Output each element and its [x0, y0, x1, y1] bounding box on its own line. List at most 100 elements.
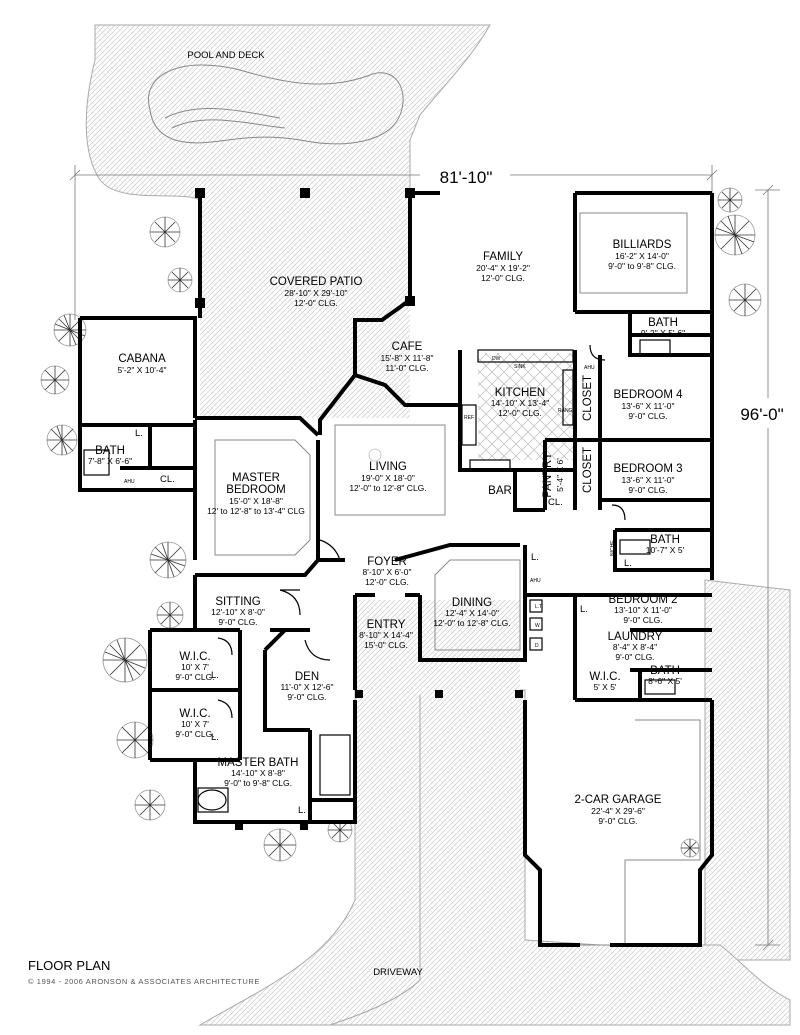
driveway-label: DRIVEWAY [373, 967, 423, 978]
svg-text:9'-0" CLG.: 9'-0" CLG. [628, 411, 667, 421]
svg-text:9'-0" CLG.: 9'-0" CLG. [598, 816, 637, 826]
svg-text:28'-10" X 29'-10": 28'-10" X 29'-10" [284, 288, 347, 298]
closet-lower-label: CLOSET [582, 447, 594, 493]
laundry-tub-label: L.T [535, 604, 542, 610]
living-label: LIVING 19'-0" X 18'-0" 12'-0" to 12'-8" … [349, 461, 426, 493]
svg-text:12'-0" CLG.: 12'-0" CLG. [294, 298, 338, 308]
svg-text:22'-4" X 29'-6": 22'-4" X 29'-6" [591, 806, 645, 816]
svg-text:13'-10" X 11'-0": 13'-10" X 11'-0" [614, 605, 672, 615]
master-bath-label: MASTER BATH 14'-10" X 8'-8" 9'-0" to 9'-… [218, 757, 299, 788]
svg-text:FAMILY: FAMILY [483, 251, 523, 263]
columns [195, 188, 523, 830]
range-label: RANGE [558, 408, 576, 414]
family-label: FAMILY 20'-4" X 19'-2" 12'-0" CLG. [476, 251, 530, 283]
svg-text:13'-6" X 11'-0": 13'-6" X 11'-0" [621, 475, 674, 485]
master-bedroom-label: MASTER BEDROOM 15'-0" X 18'-8" 12' to 12… [207, 472, 305, 516]
svg-text:W.I.C.: W.I.C. [179, 651, 210, 663]
svg-text:16'-2" X 14'-0": 16'-2" X 14'-0" [615, 251, 669, 261]
wic-2-label: W.I.C. 10' X 7' 9'-0" CLG. [175, 708, 214, 739]
svg-text:19'-0" X 18'-0": 19'-0" X 18'-0" [361, 473, 415, 483]
width-dimension-label: 81'-10" [440, 168, 493, 187]
svg-text:15'-0" CLG.: 15'-0" CLG. [364, 640, 408, 650]
svg-text:PANTRY: PANTRY [542, 452, 554, 498]
foyer-linen-label: L. [531, 552, 539, 563]
svg-text:BATH: BATH [650, 665, 680, 677]
svg-text:12'-0" CLG.: 12'-0" CLG. [365, 577, 409, 587]
svg-text:9'-0" CLG.: 9'-0" CLG. [615, 652, 654, 662]
landscape-shrubs [40, 187, 762, 862]
bedroom4-ahu-label: AHU [584, 365, 595, 371]
svg-text:9'-2" X 5'-6": 9'-2" X 5'-6" [641, 328, 685, 338]
ref-label: REF [464, 415, 474, 421]
fixture-labels: L. CL. AHU AHU AHU REF RANGE DW SINK CL.… [124, 356, 632, 816]
svg-text:8'-10" X 6'-0": 8'-10" X 6'-0" [363, 567, 412, 577]
plan-title: FLOOR PLAN [28, 958, 110, 973]
svg-text:CLOSET: CLOSET [582, 375, 594, 421]
bath-lower-label: BATH 8'-6" X 5' [648, 665, 682, 686]
cabana-linen-label: L. [135, 428, 143, 439]
svg-text:9'-0" CLG.: 9'-0" CLG. [287, 692, 326, 702]
wic1-linen-label: L. [211, 670, 219, 681]
svg-text:BATH: BATH [648, 317, 678, 329]
copyright: © 1994 - 2006 ARONSON & ASSOCIATES ARCHI… [28, 977, 260, 986]
svg-text:BEDROOM 2: BEDROOM 2 [608, 594, 677, 606]
svg-text:10' X 7': 10' X 7' [181, 662, 209, 672]
svg-text:9'-0" to 9'-8" CLG.: 9'-0" to 9'-8" CLG. [224, 778, 292, 788]
pool-label: POOL AND DECK [187, 50, 265, 61]
svg-text:11'-0" X 12'-6": 11'-0" X 12'-6" [280, 682, 333, 692]
overall-width-dimension [69, 165, 718, 320]
svg-text:KITCHEN: KITCHEN [495, 387, 545, 399]
den-label: DEN 11'-0" X 12'-6" 9'-0" CLG. [280, 671, 333, 702]
covered-patio-label: COVERED PATIO 28'-10" X 29'-10" 12'-0" C… [270, 276, 363, 308]
svg-text:12'-4" X 14'-0": 12'-4" X 14'-0" [445, 608, 499, 618]
svg-text:MASTER: MASTER [232, 472, 280, 484]
svg-text:7'-8" X 6'-6": 7'-8" X 6'-6" [88, 456, 132, 466]
bath-linen-label: L. [624, 558, 632, 569]
svg-text:BATH: BATH [95, 445, 125, 457]
washer-label: W [535, 623, 540, 629]
master-bath-linen-label: L. [298, 805, 306, 816]
bedroom-2-label: BEDROOM 2 13'-10" X 11'-0" 9'-0" CLG. [608, 594, 677, 625]
svg-text:8'-4" X 8'-4": 8'-4" X 8'-4" [613, 642, 657, 652]
svg-text:CLOSET: CLOSET [582, 447, 594, 493]
svg-text:9'-0" CLG.: 9'-0" CLG. [628, 485, 667, 495]
cafe-label: CAFE 15'-8" X 11'-8" 11'-0" CLG. [380, 341, 433, 373]
svg-text:8'-6" X 5': 8'-6" X 5' [648, 676, 682, 686]
driveway [329, 689, 791, 1026]
foyer-label: FOYER 8'-10" X 6'-0" 12'-0" CLG. [363, 556, 412, 587]
niche-label: NICHE [610, 540, 616, 556]
svg-text:9'-0" CLG.: 9'-0" CLG. [175, 729, 214, 739]
bar-label: BAR [488, 485, 512, 497]
laundry-linen-label: L. [580, 604, 588, 615]
svg-text:BILLIARDS: BILLIARDS [613, 239, 672, 251]
cabana-label: CABANA 5'-2" X 10'-4" [118, 353, 167, 375]
svg-text:20'-4" X 19'-2": 20'-4" X 19'-2" [476, 263, 530, 273]
svg-text:BATH: BATH [650, 534, 680, 546]
svg-text:12' to 12'-8" to 13'-4" CLG: 12' to 12'-8" to 13'-4" CLG [207, 506, 305, 516]
wic-1-label: W.I.C. 10' X 7' 9'-0" CLG. [175, 651, 214, 682]
svg-text:FOYER: FOYER [367, 556, 407, 568]
svg-text:12'-0" to 12'-8" CLG.: 12'-0" to 12'-8" CLG. [349, 483, 426, 493]
svg-text:5'-2" X 10'-4": 5'-2" X 10'-4" [118, 365, 167, 375]
svg-text:LIVING: LIVING [369, 461, 407, 473]
svg-text:14'-10" X 13'-4": 14'-10" X 13'-4" [491, 398, 549, 408]
sitting-label: SITTING 12'-10" X 8'-0" 9'-0" CLG. [211, 596, 265, 627]
wic2-linen-label: L. [211, 732, 219, 743]
svg-text:8'-10" X 14'-4": 8'-10" X 14'-4" [359, 630, 413, 640]
svg-text:COVERED PATIO: COVERED PATIO [270, 276, 363, 288]
svg-text:BEDROOM 4: BEDROOM 4 [613, 389, 683, 401]
svg-text:9'-0" to 9'-8" CLG.: 9'-0" to 9'-8" CLG. [608, 261, 676, 271]
dining-label: DINING 12'-4" X 14'-0" 12'-0" to 12'-8" … [433, 597, 510, 628]
doors [217, 344, 626, 719]
svg-text:9'-0" CLG.: 9'-0" CLG. [623, 615, 662, 625]
overall-depth-dimension [755, 184, 780, 951]
pantry-label: PANTRY 5'-4" X 6' [542, 452, 565, 498]
closet-upper-label: CLOSET [582, 375, 594, 421]
svg-text:13'-6" X 11'-0": 13'-6" X 11'-0" [621, 401, 674, 411]
svg-text:5' X 5': 5' X 5' [593, 682, 616, 692]
svg-text:15'-8" X 11'-8": 15'-8" X 11'-8" [380, 353, 433, 363]
svg-text:5'-4" X 6': 5'-4" X 6' [555, 458, 565, 492]
svg-text:15'-0" X 18'-8": 15'-0" X 18'-8" [229, 496, 283, 506]
cabana-bath-label: BATH 7'-8" X 6'-6" [88, 445, 132, 466]
